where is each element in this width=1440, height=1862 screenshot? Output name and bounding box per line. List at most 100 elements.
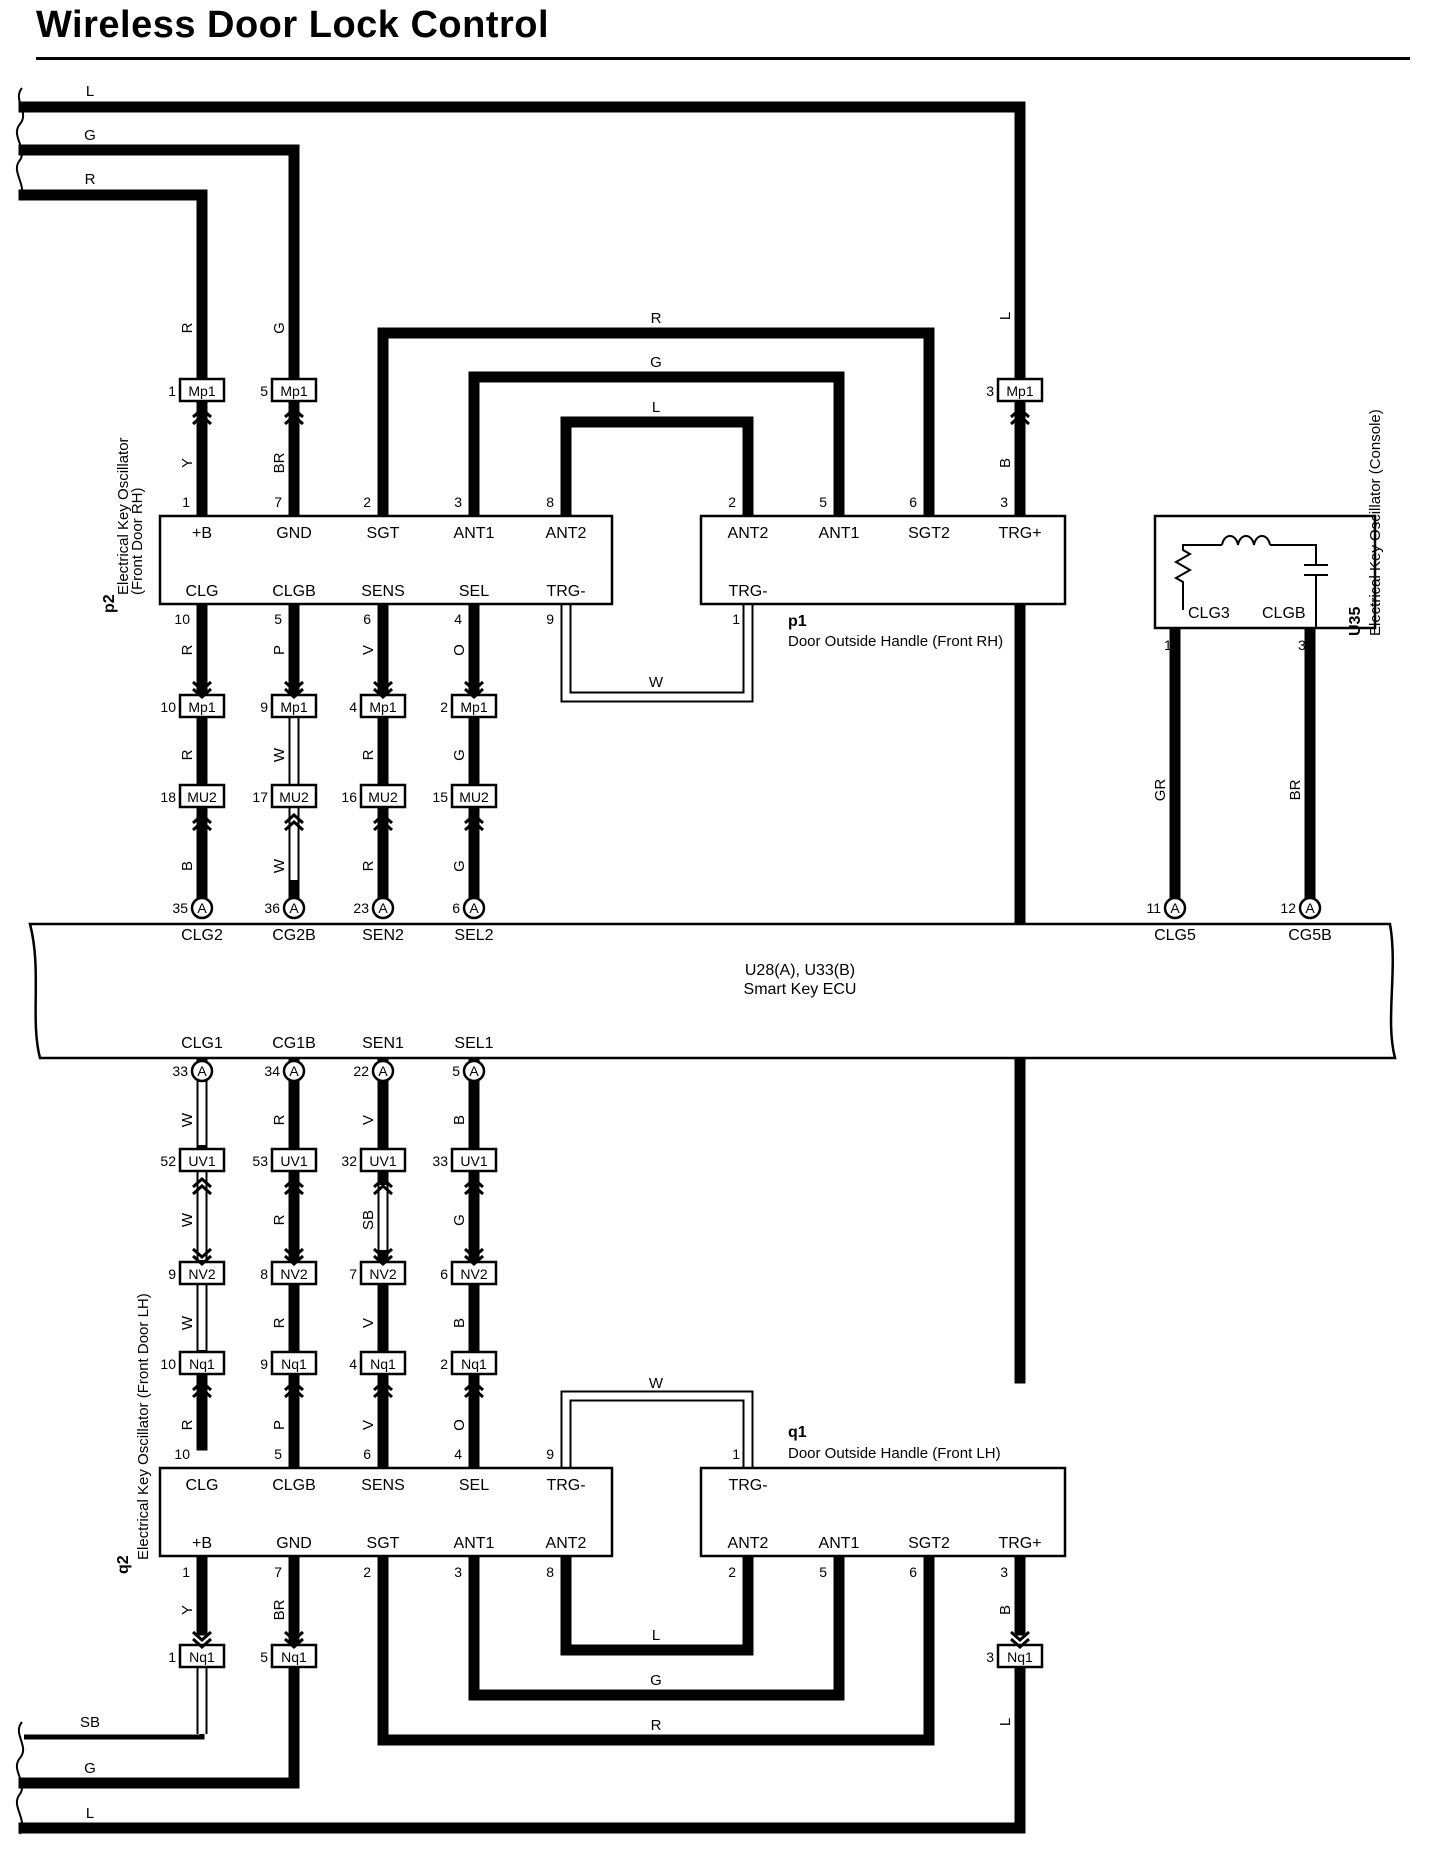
ecu-connector-letter: A bbox=[289, 1063, 299, 1079]
wire-label: B bbox=[451, 1318, 468, 1328]
connector-pin: 2 bbox=[440, 699, 448, 715]
ecu-name: Smart Key ECU bbox=[744, 981, 857, 998]
wire-label: R bbox=[271, 1317, 288, 1328]
connector-pin: 9 bbox=[168, 1266, 176, 1282]
q2-pin: 7 bbox=[274, 1564, 282, 1580]
connector-name: MU2 bbox=[459, 789, 489, 805]
u35-name: Electrical Key Oscillator (Console) bbox=[1367, 409, 1384, 636]
q2-pin: 8 bbox=[546, 1564, 554, 1580]
wire-label: Y bbox=[179, 1605, 196, 1615]
ecu-terminal: CLG2 bbox=[181, 927, 223, 944]
p1-terminal: SGT2 bbox=[908, 525, 950, 542]
ecu-connector-letter: A bbox=[1170, 900, 1180, 916]
smart-key-ecu: U28(A), U33(B) Smart Key ECU bbox=[28, 922, 1397, 1060]
wire-label: V bbox=[360, 645, 377, 655]
ecu-pin-circle bbox=[462, 896, 486, 920]
ecu-terminal: SEL2 bbox=[454, 927, 493, 944]
ecu-connector-letter: A bbox=[289, 900, 299, 916]
component-labels: p2 Electrical Key Oscillator (Front Door… bbox=[101, 409, 1384, 1574]
wire-label: R bbox=[360, 860, 377, 871]
ecu-pin-circle bbox=[282, 896, 306, 920]
ecu-id: U28(A), U33(B) bbox=[745, 962, 855, 979]
connector-name: Nq1 bbox=[461, 1356, 487, 1372]
ecu-pin-number: 34 bbox=[264, 1063, 280, 1079]
q2-box bbox=[158, 1466, 614, 1558]
connector-name: Mp1 bbox=[1006, 383, 1033, 399]
connector-name: Nq1 bbox=[189, 1356, 215, 1372]
connector-name: UV1 bbox=[280, 1153, 307, 1169]
p1-terminal: ANT2 bbox=[728, 525, 769, 542]
connector-box bbox=[359, 1147, 407, 1173]
q1-terminal: SGT2 bbox=[908, 1535, 950, 1552]
connector-pin: 10 bbox=[160, 699, 176, 715]
p2-terminal: +B bbox=[192, 525, 212, 542]
wire-label: W bbox=[179, 1212, 196, 1227]
connector-name: UV1 bbox=[460, 1153, 487, 1169]
connector-name: Mp1 bbox=[188, 699, 215, 715]
q2-pin: 2 bbox=[363, 1564, 371, 1580]
wire-label: G bbox=[84, 127, 96, 144]
p2-name: Electrical Key Oscillator bbox=[115, 437, 132, 595]
wire-label: W bbox=[271, 747, 288, 762]
ecu-terminal: SEN2 bbox=[362, 927, 404, 944]
q1-pin: 2 bbox=[728, 1564, 736, 1580]
p1-pin: 3 bbox=[1000, 494, 1008, 510]
q2-terminal: SGT bbox=[367, 1535, 400, 1552]
wire-label: P bbox=[271, 1420, 288, 1430]
q2-terminal: SEL bbox=[459, 1477, 489, 1494]
ecu-pin-number: 23 bbox=[353, 900, 369, 916]
q1-pin: 3 bbox=[1000, 1564, 1008, 1580]
wire-label: G bbox=[271, 322, 288, 334]
wire-label: G bbox=[451, 1214, 468, 1226]
ecu-connector-letter: A bbox=[197, 1063, 207, 1079]
p1-terminal: TRG+ bbox=[998, 525, 1041, 542]
connector-pin: 18 bbox=[160, 789, 176, 805]
q2-pin: 6 bbox=[363, 1446, 371, 1462]
q1-terminal: ANT1 bbox=[819, 1535, 860, 1552]
wire-label: R bbox=[85, 171, 96, 188]
ecu-pin-number: 5 bbox=[452, 1063, 460, 1079]
connector-pin: 9 bbox=[260, 1356, 268, 1372]
q1-terminal: TRG+ bbox=[998, 1535, 1041, 1552]
wire-label: L bbox=[86, 83, 94, 100]
p2-pin: 5 bbox=[274, 611, 282, 627]
ecu-terminal: CLG5 bbox=[1154, 927, 1196, 944]
title-rule bbox=[36, 57, 1410, 60]
wire-label: BR bbox=[271, 1599, 288, 1620]
wire-label: G bbox=[451, 749, 468, 761]
wire-label: W bbox=[649, 674, 664, 691]
ecu-pin-circle bbox=[462, 1059, 486, 1083]
wire-label: R bbox=[179, 322, 196, 333]
q2-terminal: ANT1 bbox=[454, 1535, 495, 1552]
connector-name: Nq1 bbox=[281, 1356, 307, 1372]
q2-terminal: GND bbox=[276, 1535, 312, 1552]
wire-label: Y bbox=[179, 458, 196, 468]
ecu-connector-letter: A bbox=[197, 900, 207, 916]
connector-box bbox=[450, 783, 498, 809]
q2-terminal: +B bbox=[192, 1535, 212, 1552]
connector-pin: 3 bbox=[986, 1649, 994, 1665]
u35-internal-circuit: CLG3 CLGB 1 3 bbox=[1164, 535, 1328, 653]
connector-name: NV2 bbox=[188, 1266, 215, 1282]
wire-label: O bbox=[451, 1419, 468, 1431]
wire-label: L bbox=[86, 1805, 94, 1822]
ecu-pin-circle bbox=[1298, 896, 1322, 920]
p2-terminal: ANT2 bbox=[546, 525, 587, 542]
ecu-pin-circle bbox=[371, 896, 395, 920]
q2-terminal: CLG bbox=[186, 1477, 219, 1494]
ecu-pin-circle bbox=[282, 1059, 306, 1083]
ecu-pin-number: 11 bbox=[1146, 900, 1161, 916]
ecu-connector-letter: A bbox=[378, 1063, 388, 1079]
ecu-terminal: SEL1 bbox=[454, 1035, 493, 1052]
wire-label: V bbox=[360, 1318, 377, 1328]
ecu-pin-number: 35 bbox=[172, 900, 188, 916]
ecu-pin-number: 33 bbox=[172, 1063, 188, 1079]
connector-name: NV2 bbox=[280, 1266, 307, 1282]
p2-terminal: SEL bbox=[459, 583, 489, 600]
q1-terminal: ANT2 bbox=[728, 1535, 769, 1552]
q1-pin: 5 bbox=[819, 1564, 827, 1580]
upper-wires bbox=[18, 101, 1316, 1384]
connector-name: UV1 bbox=[188, 1153, 215, 1169]
p2-pin: 9 bbox=[546, 611, 554, 627]
